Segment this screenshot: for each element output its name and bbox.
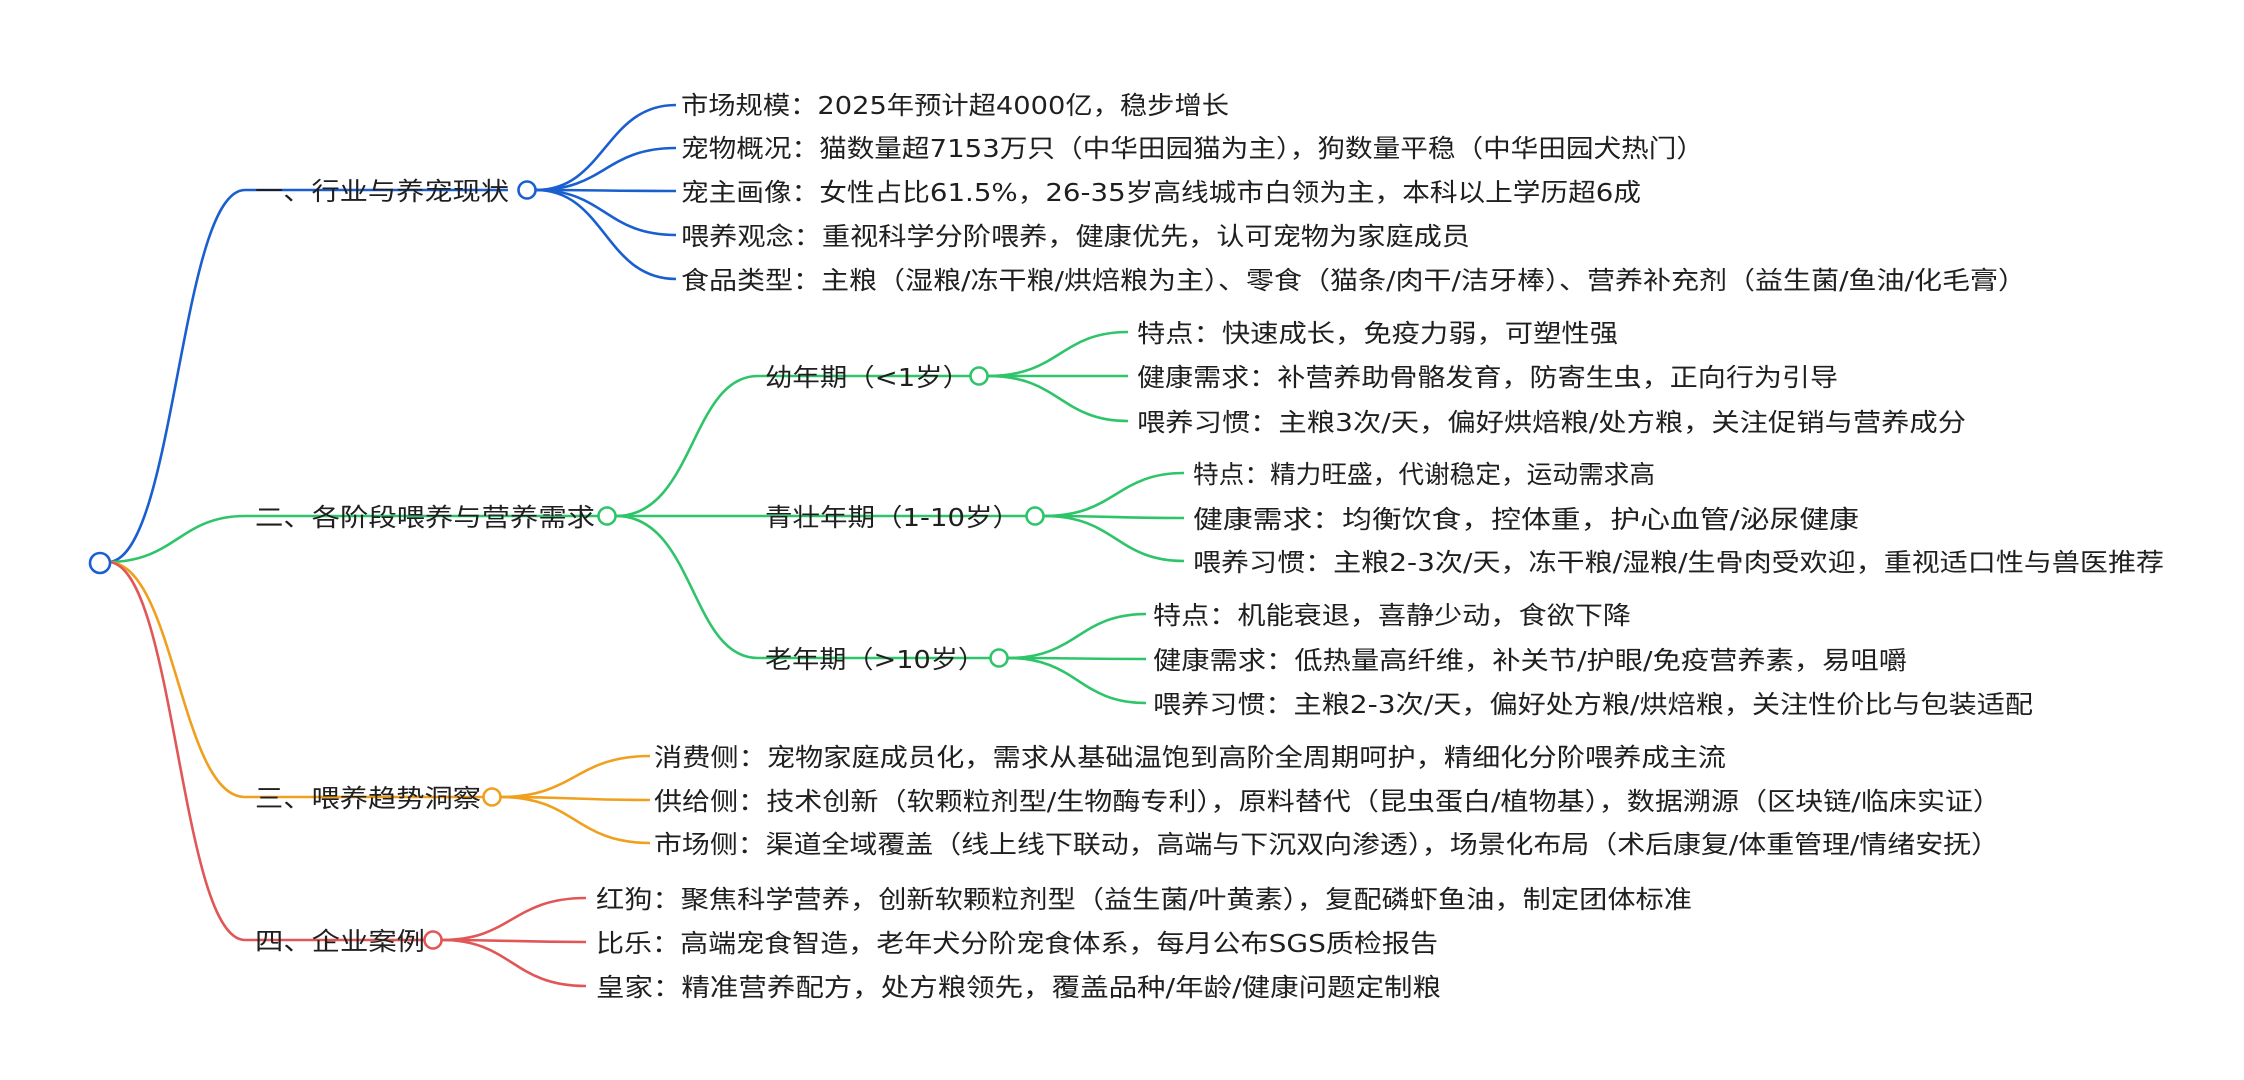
stage3-item: 特点：机能衰退，喜静少动，食欲下降: [1153, 601, 1631, 630]
branch3-label: 三、喂养趋势洞察: [255, 784, 481, 813]
connectors-branch2: [615, 374, 1026, 660]
stage1-item: 特点：快速成长，免疫力弱，可塑性强: [1137, 319, 1618, 348]
branch2-node[interactable]: [597, 506, 617, 526]
stage2-item: 喂养习惯：主粮2-3次/天，冻干粮/湿粮/生骨肉受欢迎，重视适口性与兽医推荐: [1193, 548, 2164, 577]
branch3-item: 供给侧：技术创新（软颗粒剂型/生物酶专利），原料替代（昆虫蛋白/植物基），数据溯…: [654, 787, 2001, 816]
branch4-label: 四、企业案例: [255, 927, 425, 956]
connector-root-branch3: [107, 560, 483, 799]
connectors-branch4: [441, 896, 587, 988]
connector-root-branch4: [107, 560, 424, 942]
connectors-branch1: [535, 103, 677, 281]
stage1-item: 健康需求：补营养助骨骼发育，防寄生虫，正向行为引导: [1137, 363, 1838, 392]
connector-root-branch1: [107, 188, 508, 564]
connector-root-branch2: [107, 514, 598, 564]
stage3-item: 健康需求：低热量高纤维，补关节/护眼/免疫营养素，易咀嚼: [1153, 646, 1907, 675]
stage3-node[interactable]: [989, 648, 1009, 668]
branch1-item: 喂养观念：重视科学分阶喂养，健康优先，认可宠物为家庭成员: [681, 222, 1470, 251]
branch1-item: 宠物概况：猫数量超7153万只（中华田园猫为主），狗数量平稳（中华田园犬热门）: [681, 134, 1704, 163]
stage2-item: 特点：精力旺盛，代谢稳定，运动需求高: [1193, 460, 1655, 489]
branch1-node[interactable]: [517, 180, 537, 200]
branch3-item: 消费侧：宠物家庭成员化，需求从基础温饱到高阶全周期呵护，精细化分阶喂养成主流: [654, 743, 1726, 772]
node-dots: [88, 180, 1045, 950]
stage2-label: 青壮年期（1-10岁）: [765, 503, 1020, 532]
stage1-item: 喂养习惯：主粮3次/天，偏好烘焙粮/处方粮，关注促销与营养成分: [1137, 408, 1966, 437]
branch4-item: 红狗：聚焦科学营养，创新软颗粒剂型（益生菌/叶黄素），复配磷虾鱼油，制定团体标准: [596, 885, 1692, 914]
branch2-label: 二、各阶段喂养与营养需求: [255, 503, 595, 532]
branch1-item: 市场规模：2025年预计超4000亿，稳步增长: [681, 91, 1229, 120]
stage1-node[interactable]: [969, 366, 989, 386]
branch4-item: 比乐：高端宠食智造，老年犬分阶宠食体系，每月公布SGS质检报告: [596, 929, 1438, 958]
connectors: [107, 103, 1185, 988]
branch4-node[interactable]: [423, 930, 443, 950]
stage3-item: 喂养习惯：主粮2-3次/天，偏好处方粮/烘焙粮，关注性价比与包装适配: [1153, 690, 2033, 719]
stage1-label: 幼年期（<1岁）: [765, 363, 970, 392]
branch4-item: 皇家：精准营养配方，处方粮领先，覆盖品种/年龄/健康问题定制粮: [596, 973, 1441, 1002]
stage2-item: 健康需求：均衡饮食，控体重，护心血管/泌尿健康: [1193, 505, 1859, 534]
stage2-node[interactable]: [1025, 506, 1045, 526]
connectors-stages: [987, 330, 1185, 705]
branch1-label: 一、行业与养宠现状: [255, 177, 509, 206]
branch3-item: 市场侧：渠道全域覆盖（线上线下联动，高端与下沉双向渗透），场景化布局（术后康复/…: [654, 830, 1999, 859]
branch1-item: 食品类型：主粮（湿粮/冻干粮/烘焙粮为主）、零食（猫条/肉干/洁牙棒）、营养补充…: [681, 266, 2026, 295]
branch3-node[interactable]: [482, 787, 502, 807]
connectors-branch3: [500, 754, 651, 845]
root-node[interactable]: [88, 551, 112, 575]
stage3-label: 老年期（>10岁）: [765, 645, 985, 674]
labels: 一、行业与养宠现状 二、各阶段喂养与营养需求 三、喂养趋势洞察 四、企业案例 市…: [255, 91, 2164, 1002]
branch1-item: 宠主画像：女性占比61.5%，26-35岁高线城市白领为主，本科以上学历超6成: [681, 178, 1641, 207]
